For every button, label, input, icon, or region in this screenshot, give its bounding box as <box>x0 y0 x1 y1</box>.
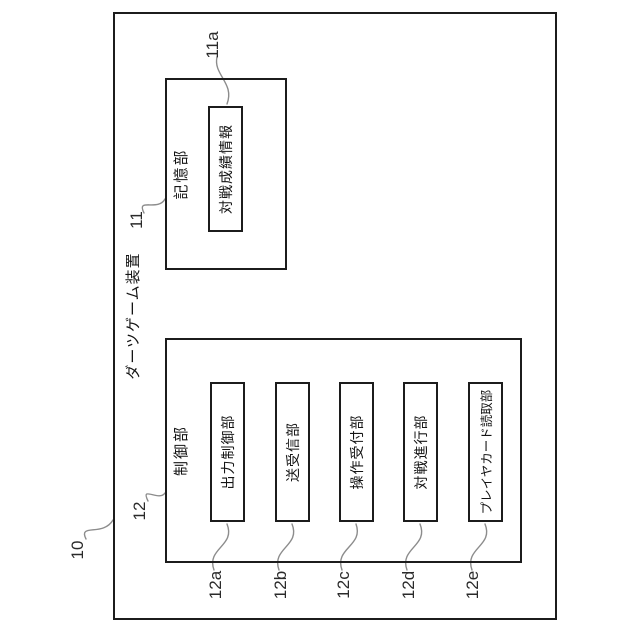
leader-line-10 <box>83 519 114 540</box>
leader-line-11 <box>141 198 166 214</box>
ref-label-10: 10 <box>68 540 87 560</box>
controller-title: 制御部 <box>173 425 190 477</box>
leader-line-12b <box>276 523 295 571</box>
leader-line-12c <box>339 523 359 571</box>
leader-line-12 <box>145 492 166 502</box>
leader-line-11a <box>215 56 230 105</box>
leader-line-12e <box>469 523 488 571</box>
ref-label-12c: 12c <box>334 571 353 599</box>
transceiver-box: 送受信部 <box>275 382 310 522</box>
ref-label-11a: 11a <box>203 31 222 59</box>
ref-label-11: 11 <box>127 211 146 229</box>
device-title: ダーツゲーム装置 <box>125 252 142 380</box>
ref-label-12b: 12b <box>271 570 290 600</box>
storage-title: 記憶部 <box>173 148 190 200</box>
ref-label-12a: 12a <box>206 570 225 600</box>
battle-results-box: 対戦成績情報 <box>208 106 243 232</box>
leader-line-12d <box>404 523 423 571</box>
match-progress-box: 対戦進行部 <box>403 382 438 522</box>
output-control-box: 出力制御部 <box>210 382 245 522</box>
player-card-reader-box: プレイヤカード読取部 <box>468 382 503 522</box>
ref-label-12e: 12e <box>463 570 482 600</box>
ref-label-12d: 12d <box>399 570 418 600</box>
operation-reception-box: 操作受付部 <box>339 382 374 522</box>
ref-label-12: 12 <box>130 501 149 521</box>
leader-line-12a <box>211 523 230 571</box>
